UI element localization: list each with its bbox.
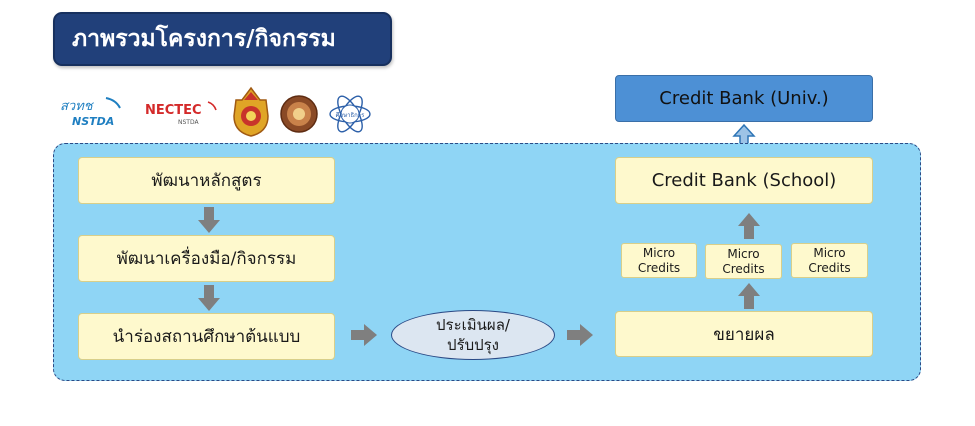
logo-row: สวทช NSTDA NECTEC NSTDA ศึกษาธิการ [58,86,378,138]
page-title: ภาพรวมโครงการ/กิจกรรม [53,12,392,66]
credit-bank-univ-box: Credit Bank (Univ.) [615,75,873,122]
up-arrow-school [738,213,760,239]
nstda-thai-text: สวทช [60,99,95,114]
evaluate-line1: ประเมินผล/ [436,316,510,334]
step-develop-curriculum: พัฒนาหลักสูตร [78,157,335,204]
up-arrow-micro [738,283,760,309]
micro-credits-2-line2: Credits [722,261,765,276]
micro-credits-1-line1: Micro [642,245,676,260]
evaluate-line2: ปรับปรุง [446,336,499,354]
step-pilot-schools: นำร่องสถานศึกษาต้นแบบ [78,313,335,360]
nectec-text: NECTEC [145,103,202,118]
right-arrow-2 [567,324,593,346]
obec-seal-logo [233,86,269,137]
nectec-sub-text: NSTDA [178,119,199,126]
nstda-logo: สวทช NSTDA [60,97,121,128]
credit-bank-school-box: Credit Bank (School) [615,157,873,204]
step-develop-tools: พัฒนาเครื่องมือ/กิจกรรม [78,235,335,282]
seal-text: ศึกษาธิการ [335,112,365,119]
evaluate-ellipse: ประเมินผล/ ปรับปรุง [391,310,555,360]
micro-credits-2-line1: Micro [727,246,760,261]
right-arrow-1 [351,324,377,346]
micro-credits-1-line2: Credits [637,260,681,275]
down-arrow-1 [198,207,220,233]
nstda-en-text: NSTDA [72,115,114,128]
nectec-logo: NECTEC NSTDA [145,101,217,126]
micro-credits-3-line2: Credits [808,260,851,275]
expand-box: ขยายผล [615,311,873,357]
down-arrow-2 [198,285,220,311]
micro-credits-3-line1: Micro [813,245,846,260]
science-atom-logo: ศึกษาธิการ [329,95,371,133]
round-seal-logo [280,95,318,133]
